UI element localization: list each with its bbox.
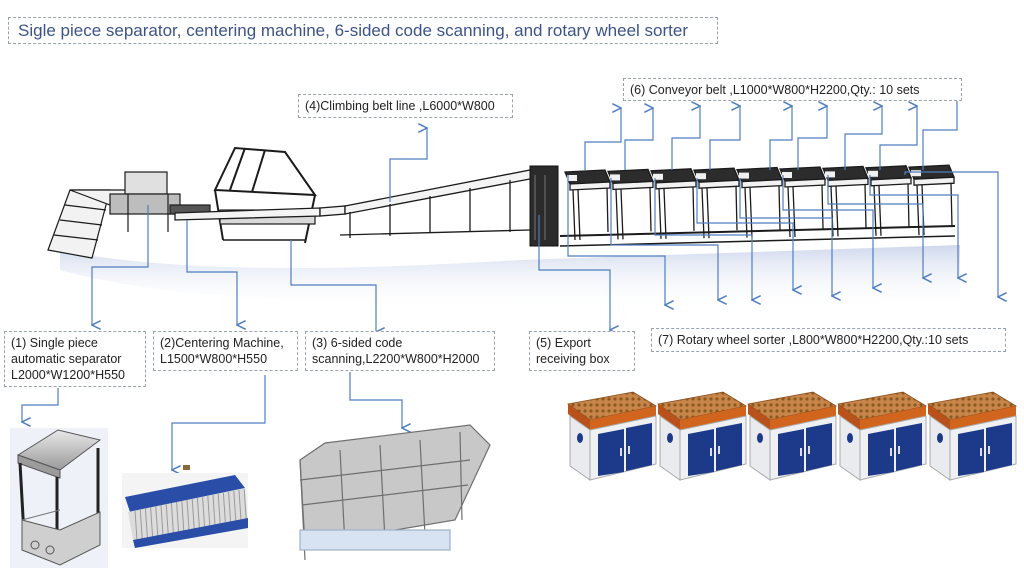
centering-line-2: L1500*W800*H550 bbox=[160, 352, 268, 366]
conveyor-module bbox=[908, 164, 955, 236]
centering-detail-render bbox=[122, 465, 248, 548]
conveyor-module bbox=[822, 165, 869, 237]
label-rotary-sorter: (7) Rotary wheel sorter ,L800*W800*H2200… bbox=[651, 328, 1006, 352]
rotary-sorter-unit bbox=[657, 391, 748, 481]
rotary-sorter-renders bbox=[567, 391, 1018, 481]
climbing-belt-line bbox=[174, 169, 537, 238]
label-export-box: (5) Export receiving box bbox=[529, 331, 635, 371]
rotary-sorter-unit bbox=[567, 391, 658, 481]
scanning-line-1: (3) 6-sided code bbox=[312, 336, 403, 350]
scanning-line-2: scanning,L2200*W800*H2000 bbox=[312, 352, 480, 366]
conveyor-module bbox=[564, 169, 611, 241]
export-receiving-box-machine bbox=[529, 165, 559, 247]
separator-line-1: (1) Single piece bbox=[11, 336, 98, 350]
conveyor-module bbox=[607, 168, 654, 240]
diagram-title-box: Sigle piece separator, centering machine… bbox=[8, 17, 718, 44]
conveyor-sorter-modules bbox=[559, 164, 956, 247]
conveyor-module bbox=[865, 165, 912, 236]
separator-detail-render bbox=[10, 428, 108, 568]
separator-line-2: automatic separator bbox=[11, 352, 122, 366]
label-code-scanning: (3) 6-sided code scanning,L2200*W800*H20… bbox=[305, 331, 495, 371]
conveyor-module bbox=[650, 168, 697, 239]
conveyor-module bbox=[693, 167, 740, 239]
connector-lines bbox=[22, 88, 998, 470]
rotary-sorter-unit bbox=[747, 391, 838, 481]
code-scanning-frame bbox=[213, 146, 317, 244]
export-line-1: (5) Export bbox=[536, 336, 591, 350]
rotary-sorter-unit bbox=[927, 391, 1018, 481]
diagram-title: Sigle piece separator, centering machine… bbox=[18, 21, 688, 40]
label-centering-machine: (2)Centering Machine, L1500*W800*H550 bbox=[153, 331, 298, 371]
label-single-piece-separator: (1) Single piece automatic separator L20… bbox=[4, 331, 146, 387]
export-line-2: receiving box bbox=[536, 352, 610, 366]
line-shadow bbox=[60, 245, 960, 310]
separator-line-3: L2000*W1200*H550 bbox=[11, 368, 125, 382]
centering-line-1: (2)Centering Machine, bbox=[160, 336, 284, 350]
climbing-belt-text: (4)Climbing belt line ,L6000*W800 bbox=[305, 99, 495, 113]
rotary-sorter-unit bbox=[837, 391, 928, 481]
single-piece-separator-machine bbox=[47, 171, 211, 259]
conveyor-module bbox=[779, 166, 826, 238]
label-climbing-belt: (4)Climbing belt line ,L6000*W800 bbox=[298, 94, 513, 118]
label-conveyor-belt: (6) Conveyor belt ,L1000*W800*H2200,Qty.… bbox=[623, 78, 962, 101]
conveyor-module bbox=[736, 166, 783, 238]
conveyor-belt-text: (6) Conveyor belt ,L1000*W800*H2200,Qty.… bbox=[630, 83, 920, 97]
scanning-detail-render bbox=[299, 424, 491, 561]
rotary-sorter-text: (7) Rotary wheel sorter ,L800*W800*H2200… bbox=[658, 333, 969, 347]
